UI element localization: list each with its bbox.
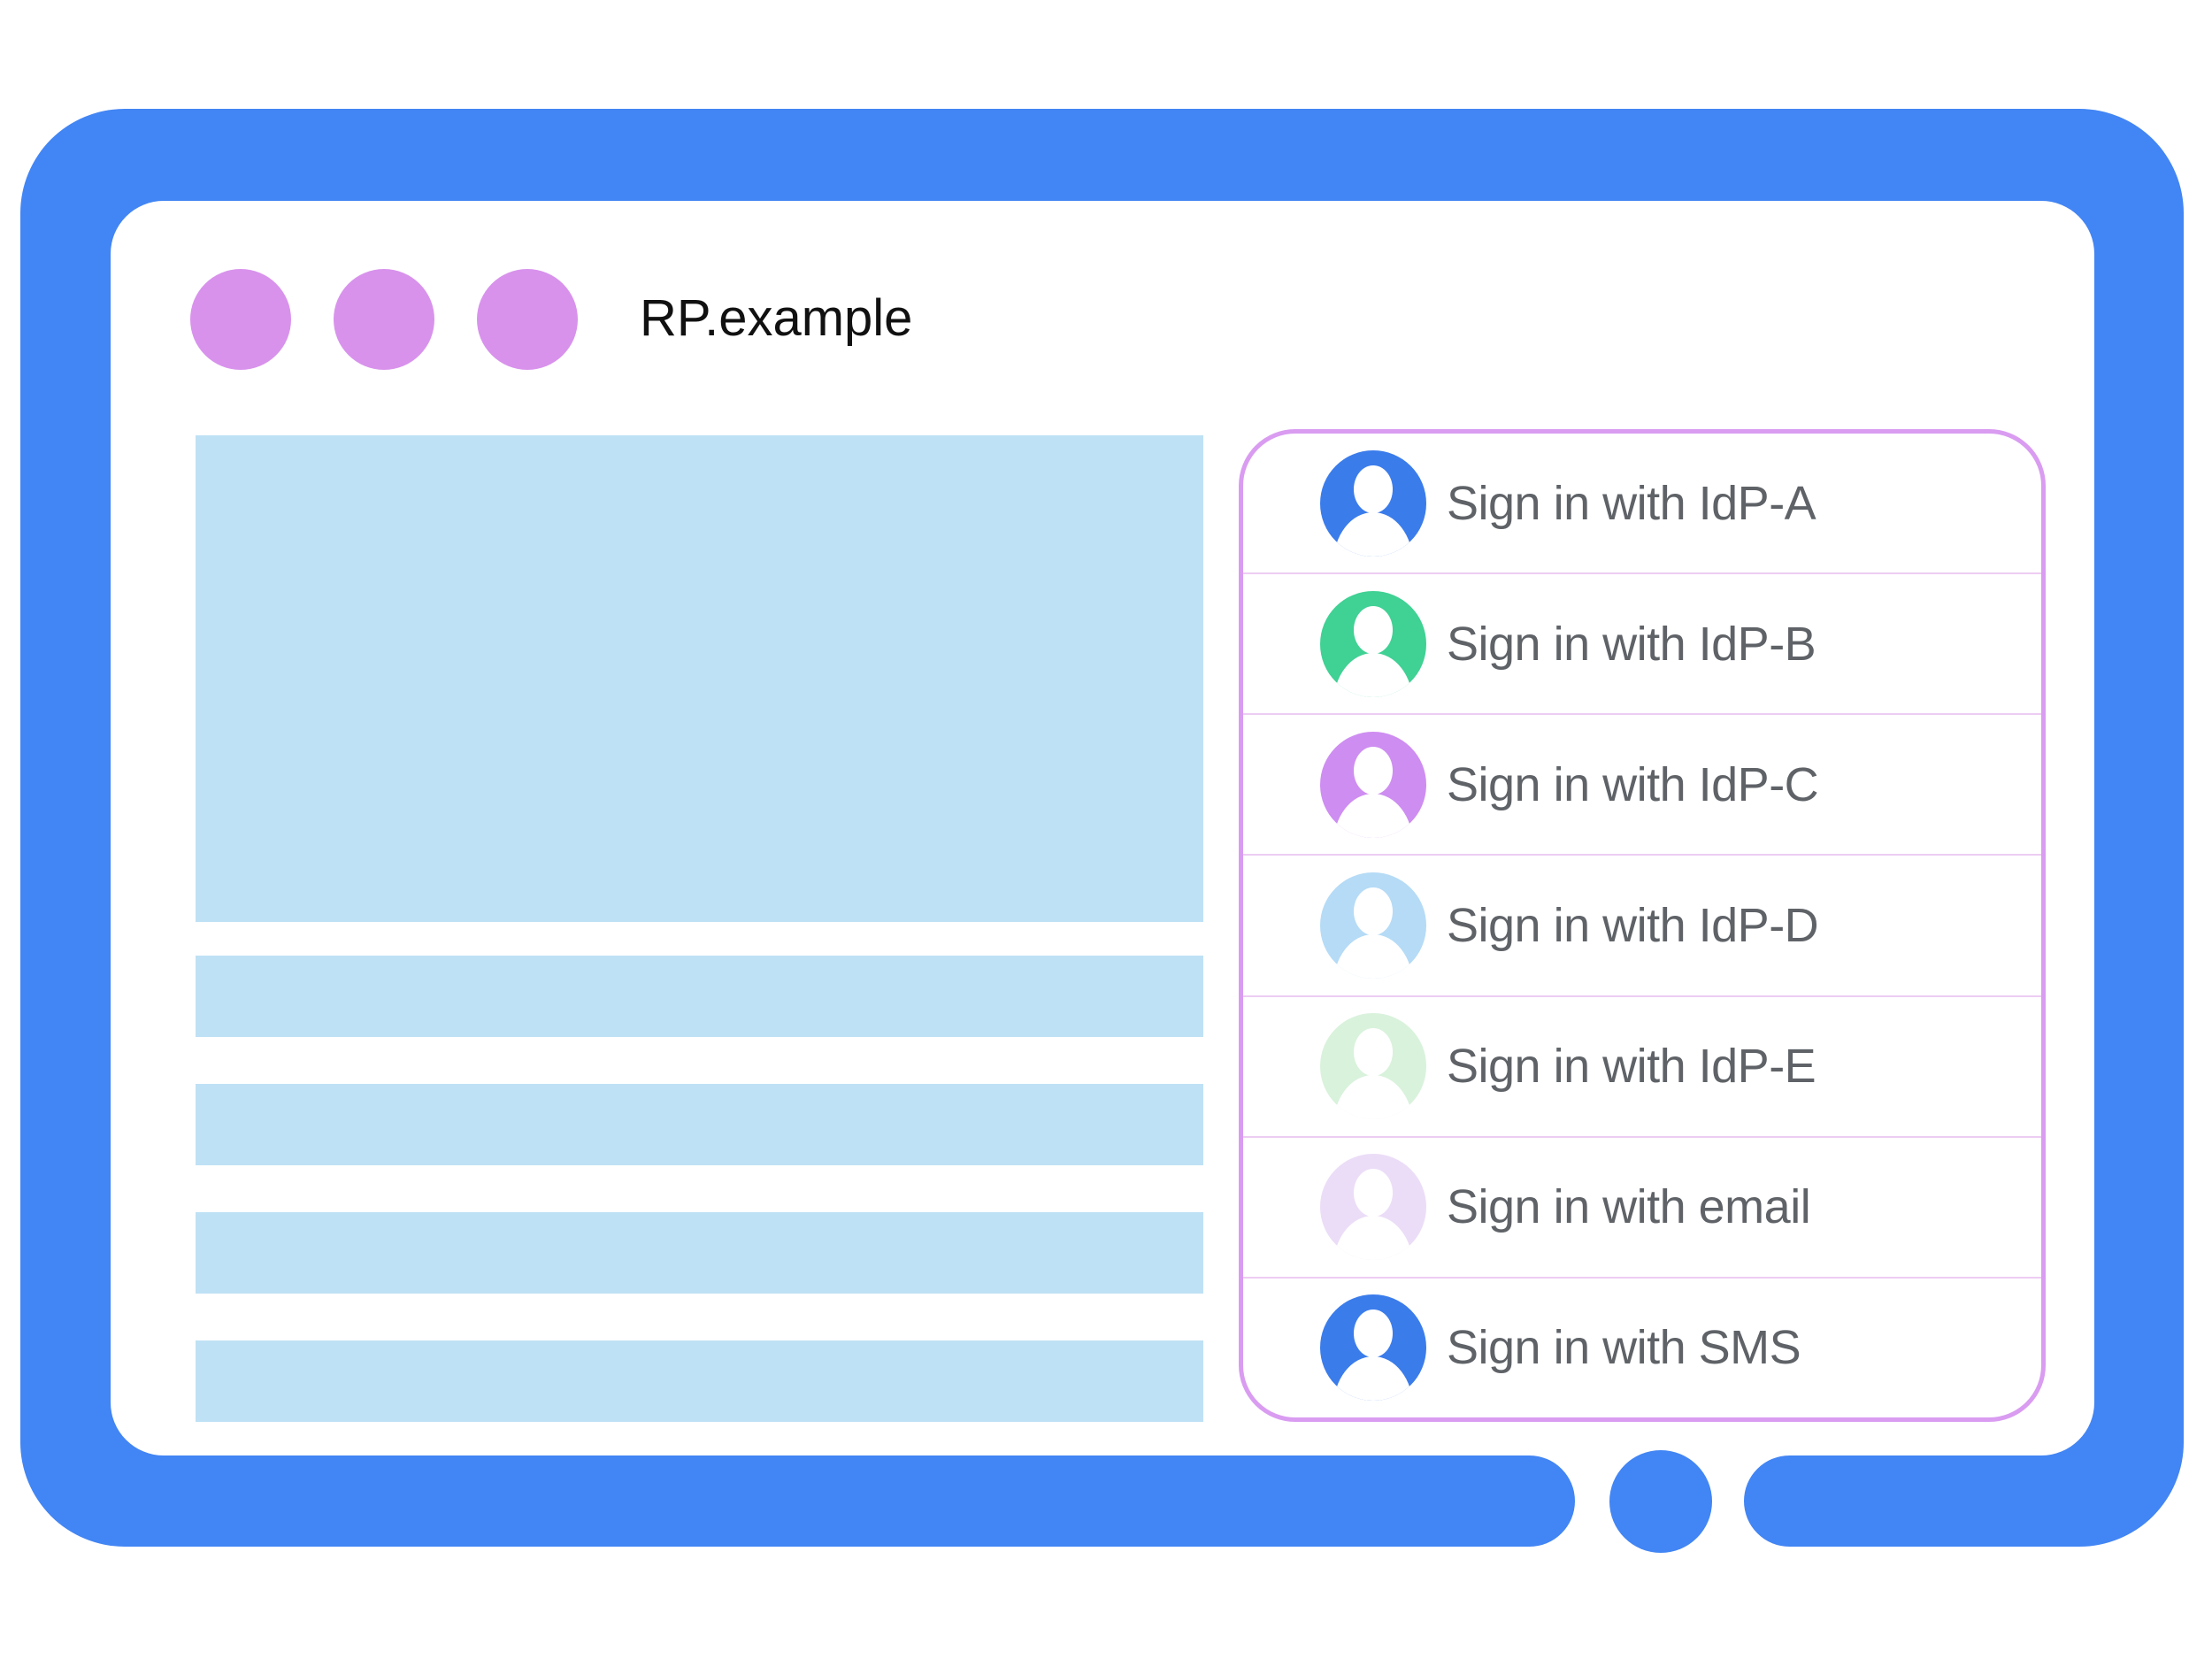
content-placeholder-bar bbox=[196, 1084, 1203, 1165]
signin-dialog: Sign in with IdP-A Sign in with IdP-B Si… bbox=[1239, 429, 2046, 1422]
frame-bottom-bar-left-end bbox=[1469, 1455, 1575, 1547]
avatar-torso-shape bbox=[1333, 1075, 1413, 1120]
signin-option[interactable]: Sign in with IdP-D bbox=[1243, 854, 2041, 995]
signin-option-label: Sign in with IdP-B bbox=[1447, 617, 1816, 671]
signin-option-label: Sign in with IdP-A bbox=[1447, 476, 1816, 530]
avatar-head-shape bbox=[1354, 746, 1393, 795]
person-avatar-icon bbox=[1320, 449, 1426, 557]
signin-option[interactable]: Sign in with email bbox=[1243, 1135, 2041, 1277]
browser-window: RP.example Sign in with IdP-A Sign in wi… bbox=[111, 201, 2094, 1455]
avatar-head-shape bbox=[1354, 605, 1393, 654]
signin-option[interactable]: Sign in with IdP-E bbox=[1243, 995, 2041, 1136]
content-placeholder-bar bbox=[196, 1212, 1203, 1294]
window-control-dot-icon[interactable] bbox=[190, 269, 291, 370]
avatar-torso-shape bbox=[1333, 1356, 1413, 1402]
signin-option-label: Sign in with IdP-E bbox=[1447, 1040, 1816, 1094]
person-avatar-icon bbox=[1320, 1154, 1426, 1261]
avatar-head-shape bbox=[1354, 1169, 1393, 1217]
signin-option[interactable]: Sign in with IdP-B bbox=[1243, 572, 2041, 713]
content-placeholder-bar bbox=[196, 1340, 1203, 1422]
person-avatar-icon bbox=[1320, 1013, 1426, 1120]
home-button[interactable] bbox=[1609, 1450, 1712, 1553]
signin-option[interactable]: Sign in with SMS bbox=[1243, 1276, 2041, 1417]
avatar-torso-shape bbox=[1333, 511, 1413, 557]
avatar-head-shape bbox=[1354, 887, 1393, 935]
person-avatar-icon bbox=[1320, 1294, 1426, 1402]
person-avatar-icon bbox=[1320, 590, 1426, 697]
person-avatar-icon bbox=[1320, 731, 1426, 838]
avatar-head-shape bbox=[1354, 1028, 1393, 1077]
avatar-head-shape bbox=[1354, 465, 1393, 513]
device-frame: RP.example Sign in with IdP-A Sign in wi… bbox=[20, 109, 2184, 1553]
window-control-dot-icon[interactable] bbox=[334, 269, 434, 370]
signin-option-label: Sign in with IdP-C bbox=[1447, 757, 1819, 811]
content-placeholder-bar bbox=[196, 956, 1203, 1037]
window-control-dot-icon[interactable] bbox=[477, 269, 578, 370]
avatar-torso-shape bbox=[1333, 652, 1413, 697]
content-placeholder-hero bbox=[196, 435, 1203, 922]
signin-option[interactable]: Sign in with IdP-C bbox=[1243, 713, 2041, 854]
window-controls bbox=[190, 269, 578, 370]
avatar-torso-shape bbox=[1333, 793, 1413, 838]
signin-option-label: Sign in with IdP-D bbox=[1447, 898, 1819, 952]
site-title: RP.example bbox=[640, 289, 913, 347]
avatar-torso-shape bbox=[1333, 1216, 1413, 1261]
avatar-head-shape bbox=[1354, 1310, 1393, 1358]
signin-option-label: Sign in with SMS bbox=[1447, 1321, 1801, 1375]
signin-option[interactable]: Sign in with IdP-A bbox=[1243, 434, 2041, 572]
avatar-torso-shape bbox=[1333, 933, 1413, 979]
signin-option-label: Sign in with email bbox=[1447, 1180, 1811, 1234]
person-avatar-icon bbox=[1320, 872, 1426, 979]
frame-bottom-bar-right-end bbox=[1744, 1455, 1850, 1547]
